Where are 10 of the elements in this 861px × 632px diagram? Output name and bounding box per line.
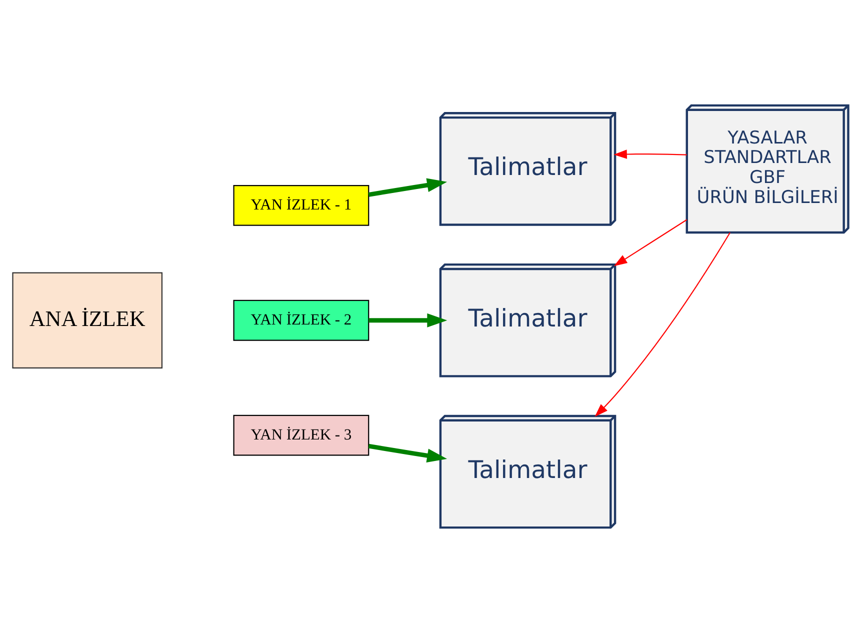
arrow bbox=[594, 232, 730, 416]
arrow bbox=[614, 218, 688, 266]
node-box: YAN İZLEK - 1 bbox=[233, 184, 370, 226]
node-box: ANA İZLEK bbox=[12, 272, 162, 368]
arrow bbox=[368, 312, 448, 327]
arrow bbox=[368, 178, 448, 196]
node-box: YAN İZLEK - 2 bbox=[233, 299, 370, 340]
arrow bbox=[614, 149, 687, 158]
node-box: YAN İZLEK - 3 bbox=[233, 414, 370, 456]
arrow bbox=[368, 443, 448, 462]
